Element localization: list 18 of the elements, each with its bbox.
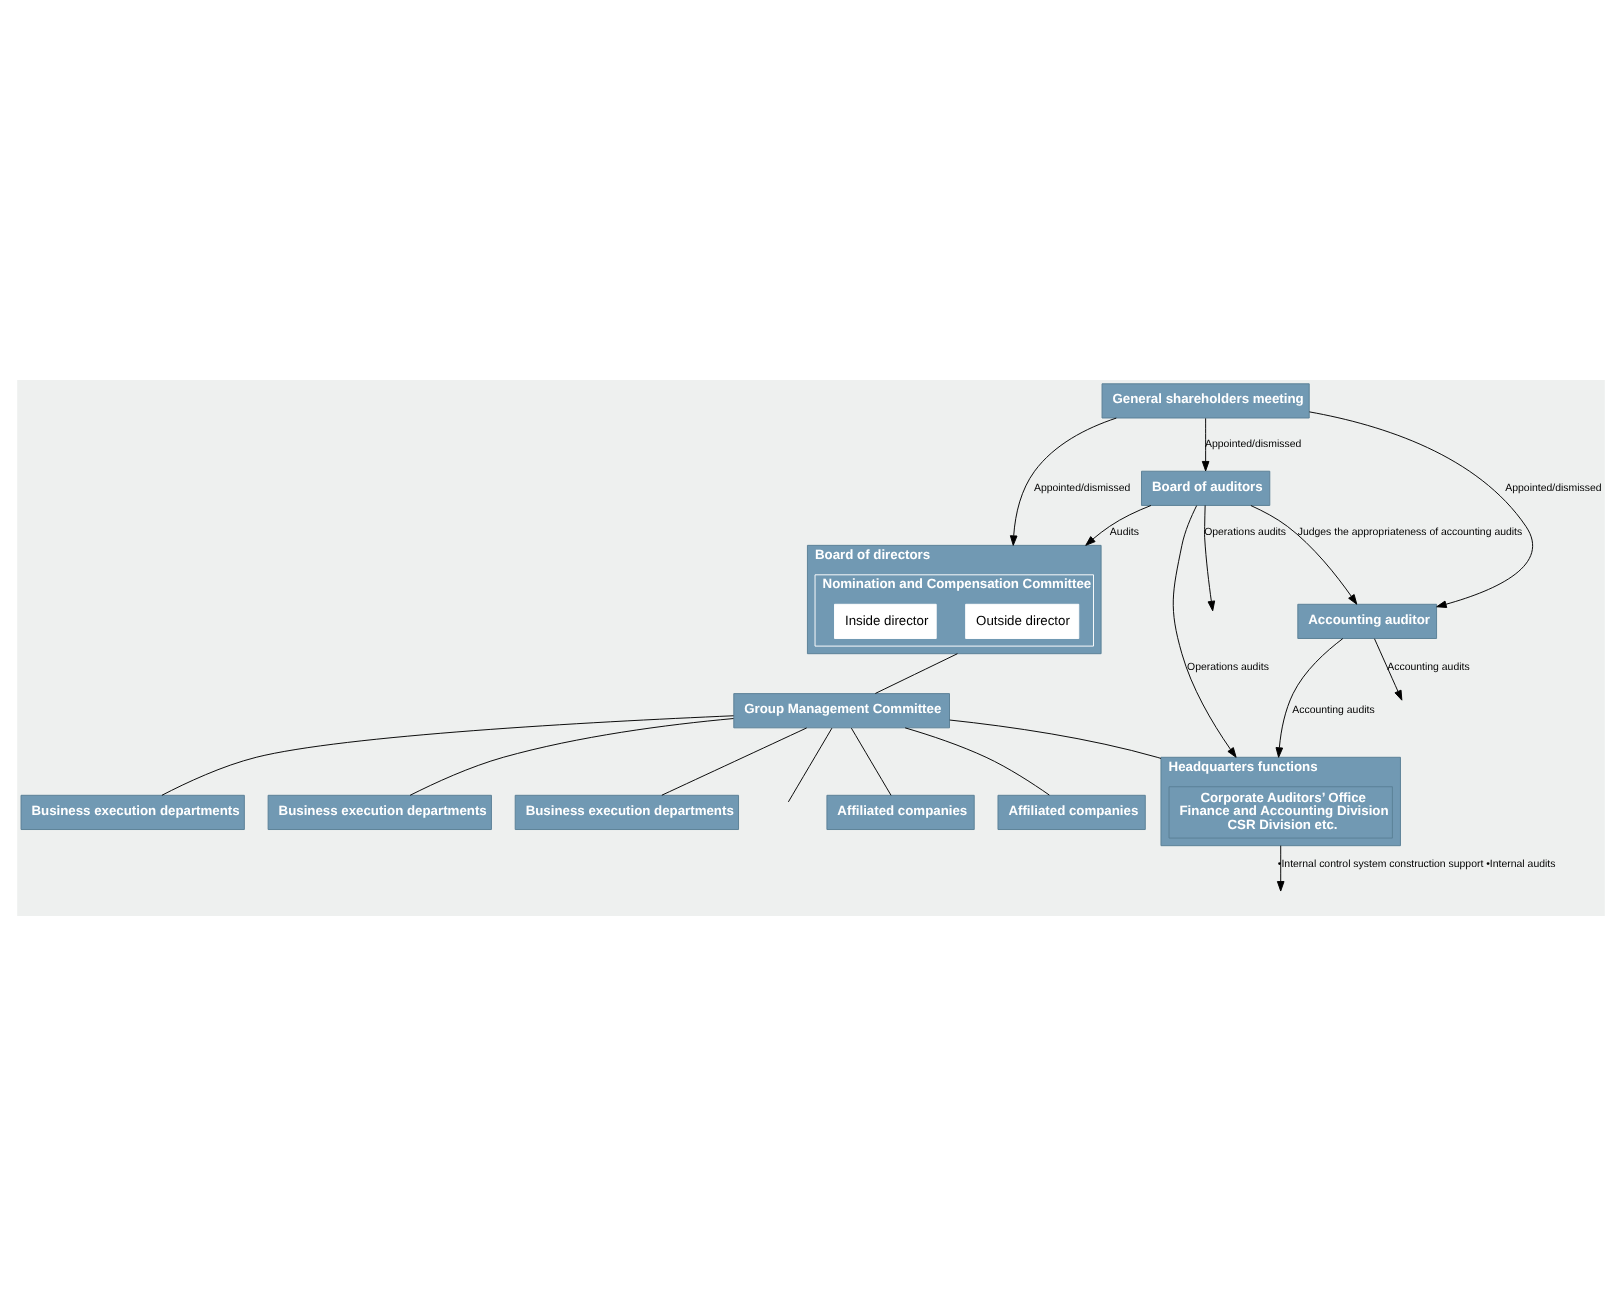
arrow xyxy=(1276,845,1285,892)
arrow xyxy=(1374,638,1403,701)
connector xyxy=(661,727,808,796)
connector xyxy=(949,719,1162,759)
arrow xyxy=(1308,411,1534,608)
connector xyxy=(850,727,892,796)
arrow xyxy=(1250,505,1358,605)
connector xyxy=(874,653,958,694)
connector xyxy=(161,715,734,796)
connector xyxy=(904,727,1050,796)
arrow xyxy=(1204,505,1216,612)
arrow xyxy=(1009,417,1117,546)
arrow xyxy=(1085,505,1152,546)
connector xyxy=(409,718,734,796)
connector xyxy=(787,727,833,803)
arrow xyxy=(1201,417,1210,472)
arrow xyxy=(1275,638,1344,758)
arrow xyxy=(1172,505,1237,758)
